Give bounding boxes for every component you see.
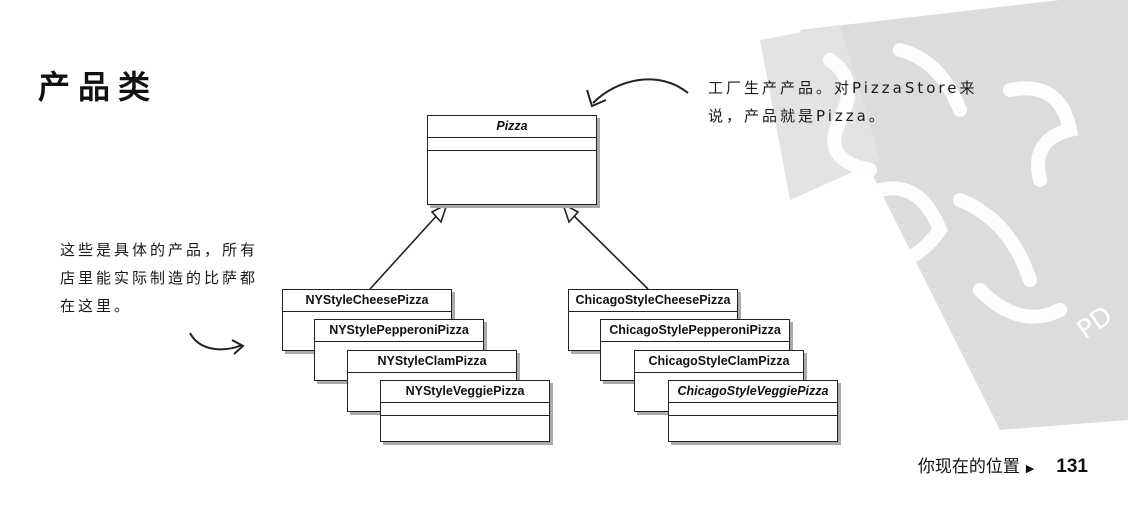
class-name-chicago-veggie: ChicagoStyleVeggiePizza: [669, 381, 837, 403]
location-label: 你现在的位置: [917, 457, 1020, 477]
annotation-arrow-left: [189, 332, 243, 351]
annotation-factory-products: 工厂生产产品。对PizzaStore来说，产品就是Pizza。: [708, 79, 978, 125]
class-name-ny-clam: NYStyleClamPizza: [348, 351, 516, 373]
class-separator: [669, 415, 837, 416]
class-name-chicago-clam: ChicagoStyleClamPizza: [635, 351, 803, 373]
section-title: 产品类: [38, 68, 159, 106]
annotation-concrete-products: 这些是具体的产品，所有店里能实际制造的比萨都在这里。: [60, 241, 259, 315]
class-name-chicago-cheese: ChicagoStyleCheesePizza: [569, 290, 737, 312]
class-chicago-veggie: ChicagoStyleVeggiePizza: [668, 380, 838, 442]
inheritance-line-ny: [369, 211, 441, 290]
annotation-arrowhead-left: [231, 339, 245, 355]
triangle-right-icon: ▶: [1025, 462, 1035, 475]
annotation-arrowhead-top: [586, 89, 607, 108]
page-footer: 你现在的位置 ▶ 131: [918, 452, 1088, 478]
class-separator: [428, 150, 596, 151]
class-name-pizza: Pizza: [428, 116, 596, 138]
class-name-ny-veggie: NYStyleVeggiePizza: [381, 381, 549, 403]
annotation-arrow-top: [592, 78, 689, 104]
inheritance-triangle-ny: [430, 202, 449, 224]
inheritance-triangle-chicago: [561, 202, 580, 224]
class-ny-veggie: NYStyleVeggiePizza: [380, 380, 550, 442]
class-name-chicago-pepperoni: ChicagoStylePepperoniPizza: [601, 320, 789, 342]
inheritance-line-chicago: [569, 211, 649, 290]
page-number: 131: [1056, 456, 1088, 477]
class-pizza: Pizza: [427, 115, 597, 205]
class-separator: [381, 415, 549, 416]
class-name-ny-cheese: NYStyleCheesePizza: [283, 290, 451, 312]
class-name-ny-pepperoni: NYStylePepperoniPizza: [315, 320, 483, 342]
